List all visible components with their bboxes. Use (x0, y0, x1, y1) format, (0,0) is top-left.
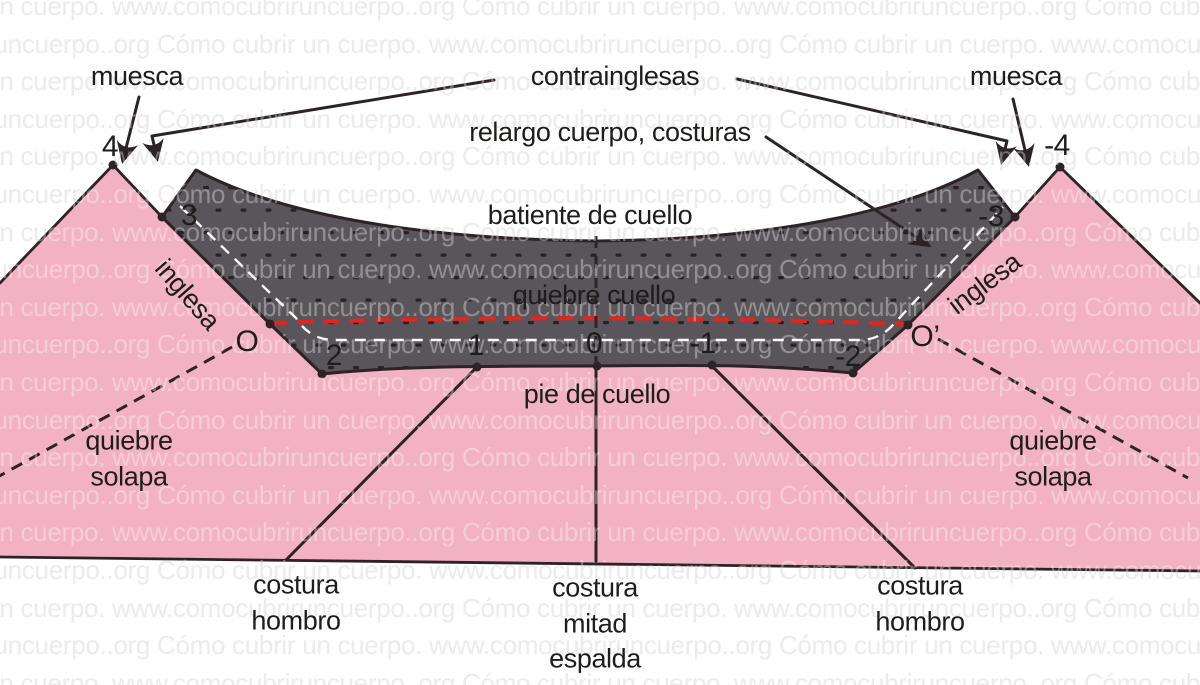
relargo-leader-arrow (764, 135, 932, 248)
collar-seam-dashed-line (179, 205, 1004, 342)
contrainglesas-left-leader (142, 78, 496, 162)
costura-hombro-line-right (710, 364, 917, 570)
costura-hombro-line-left (284, 365, 479, 562)
pattern-point-dots (108, 160, 1065, 379)
muesca-right-arrow (1011, 97, 1035, 167)
quiebre-solapa-line-right (937, 337, 1189, 480)
quiebre-solapa-line-left (0, 345, 233, 478)
body-bottom-edge (0, 555, 1200, 573)
muesca-left-arrow (116, 95, 141, 164)
quiebre-cuello-line (270, 316, 908, 326)
contrainglesas-right-leader (735, 77, 1018, 165)
